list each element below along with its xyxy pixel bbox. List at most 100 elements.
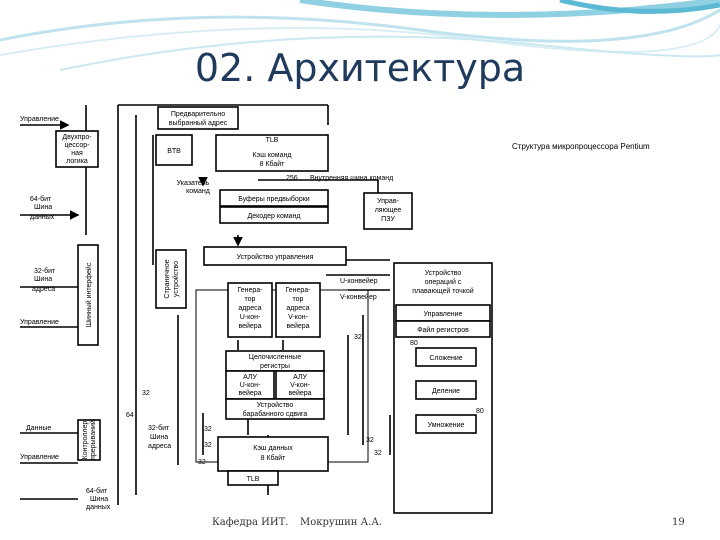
dual-proc-3: ная [71, 150, 83, 157]
paging-label-1: Страничное [164, 259, 171, 298]
rom-3: ПЗУ [381, 216, 395, 223]
fadd-label: Сложение [429, 355, 462, 362]
fpu-regs-label: Файл регистров [417, 326, 469, 334]
agen-v-block [275, 282, 321, 338]
v-pipe-label: V-конвейер [340, 293, 377, 301]
fpu-2: операций с [425, 278, 462, 286]
data-cache-1: Кэш данных [253, 445, 293, 452]
shifter-block [225, 398, 325, 420]
interrupt-ctrl-block [77, 419, 101, 461]
int-regs-1: Целочисленные [249, 354, 302, 361]
label-addr32-3: адреса [32, 286, 55, 293]
footer-author: Мокрушин А.А. [300, 517, 383, 528]
fpu-regs-block [395, 320, 491, 338]
fpu-3: плавающей точкой [412, 287, 474, 295]
parity-label-2: прерываний [89, 420, 97, 460]
footer-department: Кафедра ИИТ. [212, 517, 289, 528]
bus-interface-label: Шинный интерфейс [85, 262, 93, 327]
code-cache-block [215, 134, 329, 172]
fmul-block [415, 414, 477, 434]
control-unit-label: Устройство управления [237, 253, 314, 261]
agen-u-block [227, 282, 273, 338]
alu-u-3: вейера [238, 389, 261, 397]
diagram-caption: Структура микропроцессора Pentium [512, 142, 650, 151]
prefetch-addr-1: Предварительно [171, 111, 225, 118]
label-data64-1: 64-бит [30, 195, 52, 203]
alu-u-2: U-кон- [240, 382, 261, 389]
label-data64-2: Шина [34, 204, 52, 211]
pentium-block-diagram: Управление 64-бит Шина данных 32-бит Шин… [18, 95, 510, 520]
bus-32b: 32 [354, 334, 362, 341]
agen-v-4: V-кон- [288, 314, 309, 321]
parity-label-1: Контроллер [82, 421, 89, 460]
label-data64-3: данных [30, 214, 55, 221]
fdiv-block [415, 380, 477, 400]
alu-u-1: АЛУ [243, 374, 257, 381]
decoder-label: Декодер команд [247, 213, 300, 220]
agen-u-5: вейера [238, 322, 261, 330]
fdiv-label: Деление [432, 388, 460, 395]
label-control-bot: Управление [20, 454, 59, 461]
label-bus64-1: 64-бит [86, 487, 108, 495]
tlb-bottom-block [227, 470, 279, 486]
label-bus64-3: данных [86, 504, 111, 511]
addr32-inner-3: адреса [148, 443, 171, 450]
bus-256: 256 [286, 175, 298, 182]
bus-32g: 32 [374, 450, 382, 457]
agen-v-2: тор [293, 296, 304, 303]
prefetch-addr-block [157, 106, 239, 130]
addr32-inner-1: 32-бит [148, 424, 170, 432]
bus-32e: 32 [198, 459, 206, 466]
shifter-2: барабанного сдвига [243, 410, 308, 418]
agen-u-3: адреса [238, 305, 261, 312]
agen-u-1: Генера- [237, 287, 263, 294]
alu-v-2: V-кон- [290, 382, 311, 389]
prefetch-buffers-block [219, 189, 329, 207]
microcode-rom-block [363, 192, 413, 230]
instr-pointer-1: Указатель [177, 180, 210, 187]
bus-64: 64 [126, 412, 134, 419]
prefetch-addr-2: выбранный адрес [169, 119, 228, 127]
bus-32a: 32 [142, 390, 150, 397]
fadd-block [415, 347, 477, 367]
agen-v-1: Генера- [285, 287, 311, 294]
addr32-inner-2: Шина [150, 434, 168, 441]
slide-title: 02. Архитектура [194, 46, 526, 90]
paging-unit-block [155, 249, 187, 309]
code-cache-1: Кэш команд [253, 152, 292, 159]
tlb-bottom-label: TLB [247, 476, 260, 483]
code-cache-2: 8 Кбайт [260, 160, 286, 168]
alu-u-block [225, 370, 275, 400]
int-regs-block [225, 350, 325, 372]
agen-v-3: адреса [286, 305, 309, 312]
alu-v-1: АЛУ [293, 374, 307, 381]
dual-proc-logic-block [55, 130, 99, 168]
bus-80b: 80 [476, 408, 484, 415]
internal-bus-label: Внутренняя шина команд [310, 175, 393, 182]
btb-label: BTB [167, 148, 181, 155]
dual-proc-4: логика [66, 158, 88, 165]
int-regs-2: регистры [260, 363, 290, 370]
agen-u-2: тор [245, 296, 256, 303]
data-cache-block [217, 436, 329, 472]
rom-1: Управ- [377, 198, 399, 205]
bus-32d: 32 [204, 442, 212, 449]
tlb-top-label: TLB [266, 137, 279, 144]
dual-proc-1: Двухпро- [62, 134, 92, 141]
rom-2: ляющее [375, 207, 402, 214]
dual-proc-2: цессор- [64, 142, 90, 149]
bus-80a: 80 [410, 340, 418, 347]
data-cache-2: 8 Кбайт [261, 454, 287, 462]
prefetch-buf-label: Буферы предвыборки [238, 195, 309, 203]
u-pipe-label: U-конвейер [340, 277, 378, 285]
bus-32c: 32 [204, 426, 212, 433]
fmul-label: Умножение [428, 422, 465, 429]
label-bus64-2: Шина [90, 496, 108, 503]
bus-32f: 32 [366, 437, 374, 444]
agen-u-4: U-кон- [240, 314, 261, 321]
alu-v-3: вейера [288, 389, 311, 397]
agen-v-5: вейера [286, 322, 309, 330]
page-number: 19 [672, 517, 685, 528]
paging-label-2: устройство [172, 261, 180, 297]
